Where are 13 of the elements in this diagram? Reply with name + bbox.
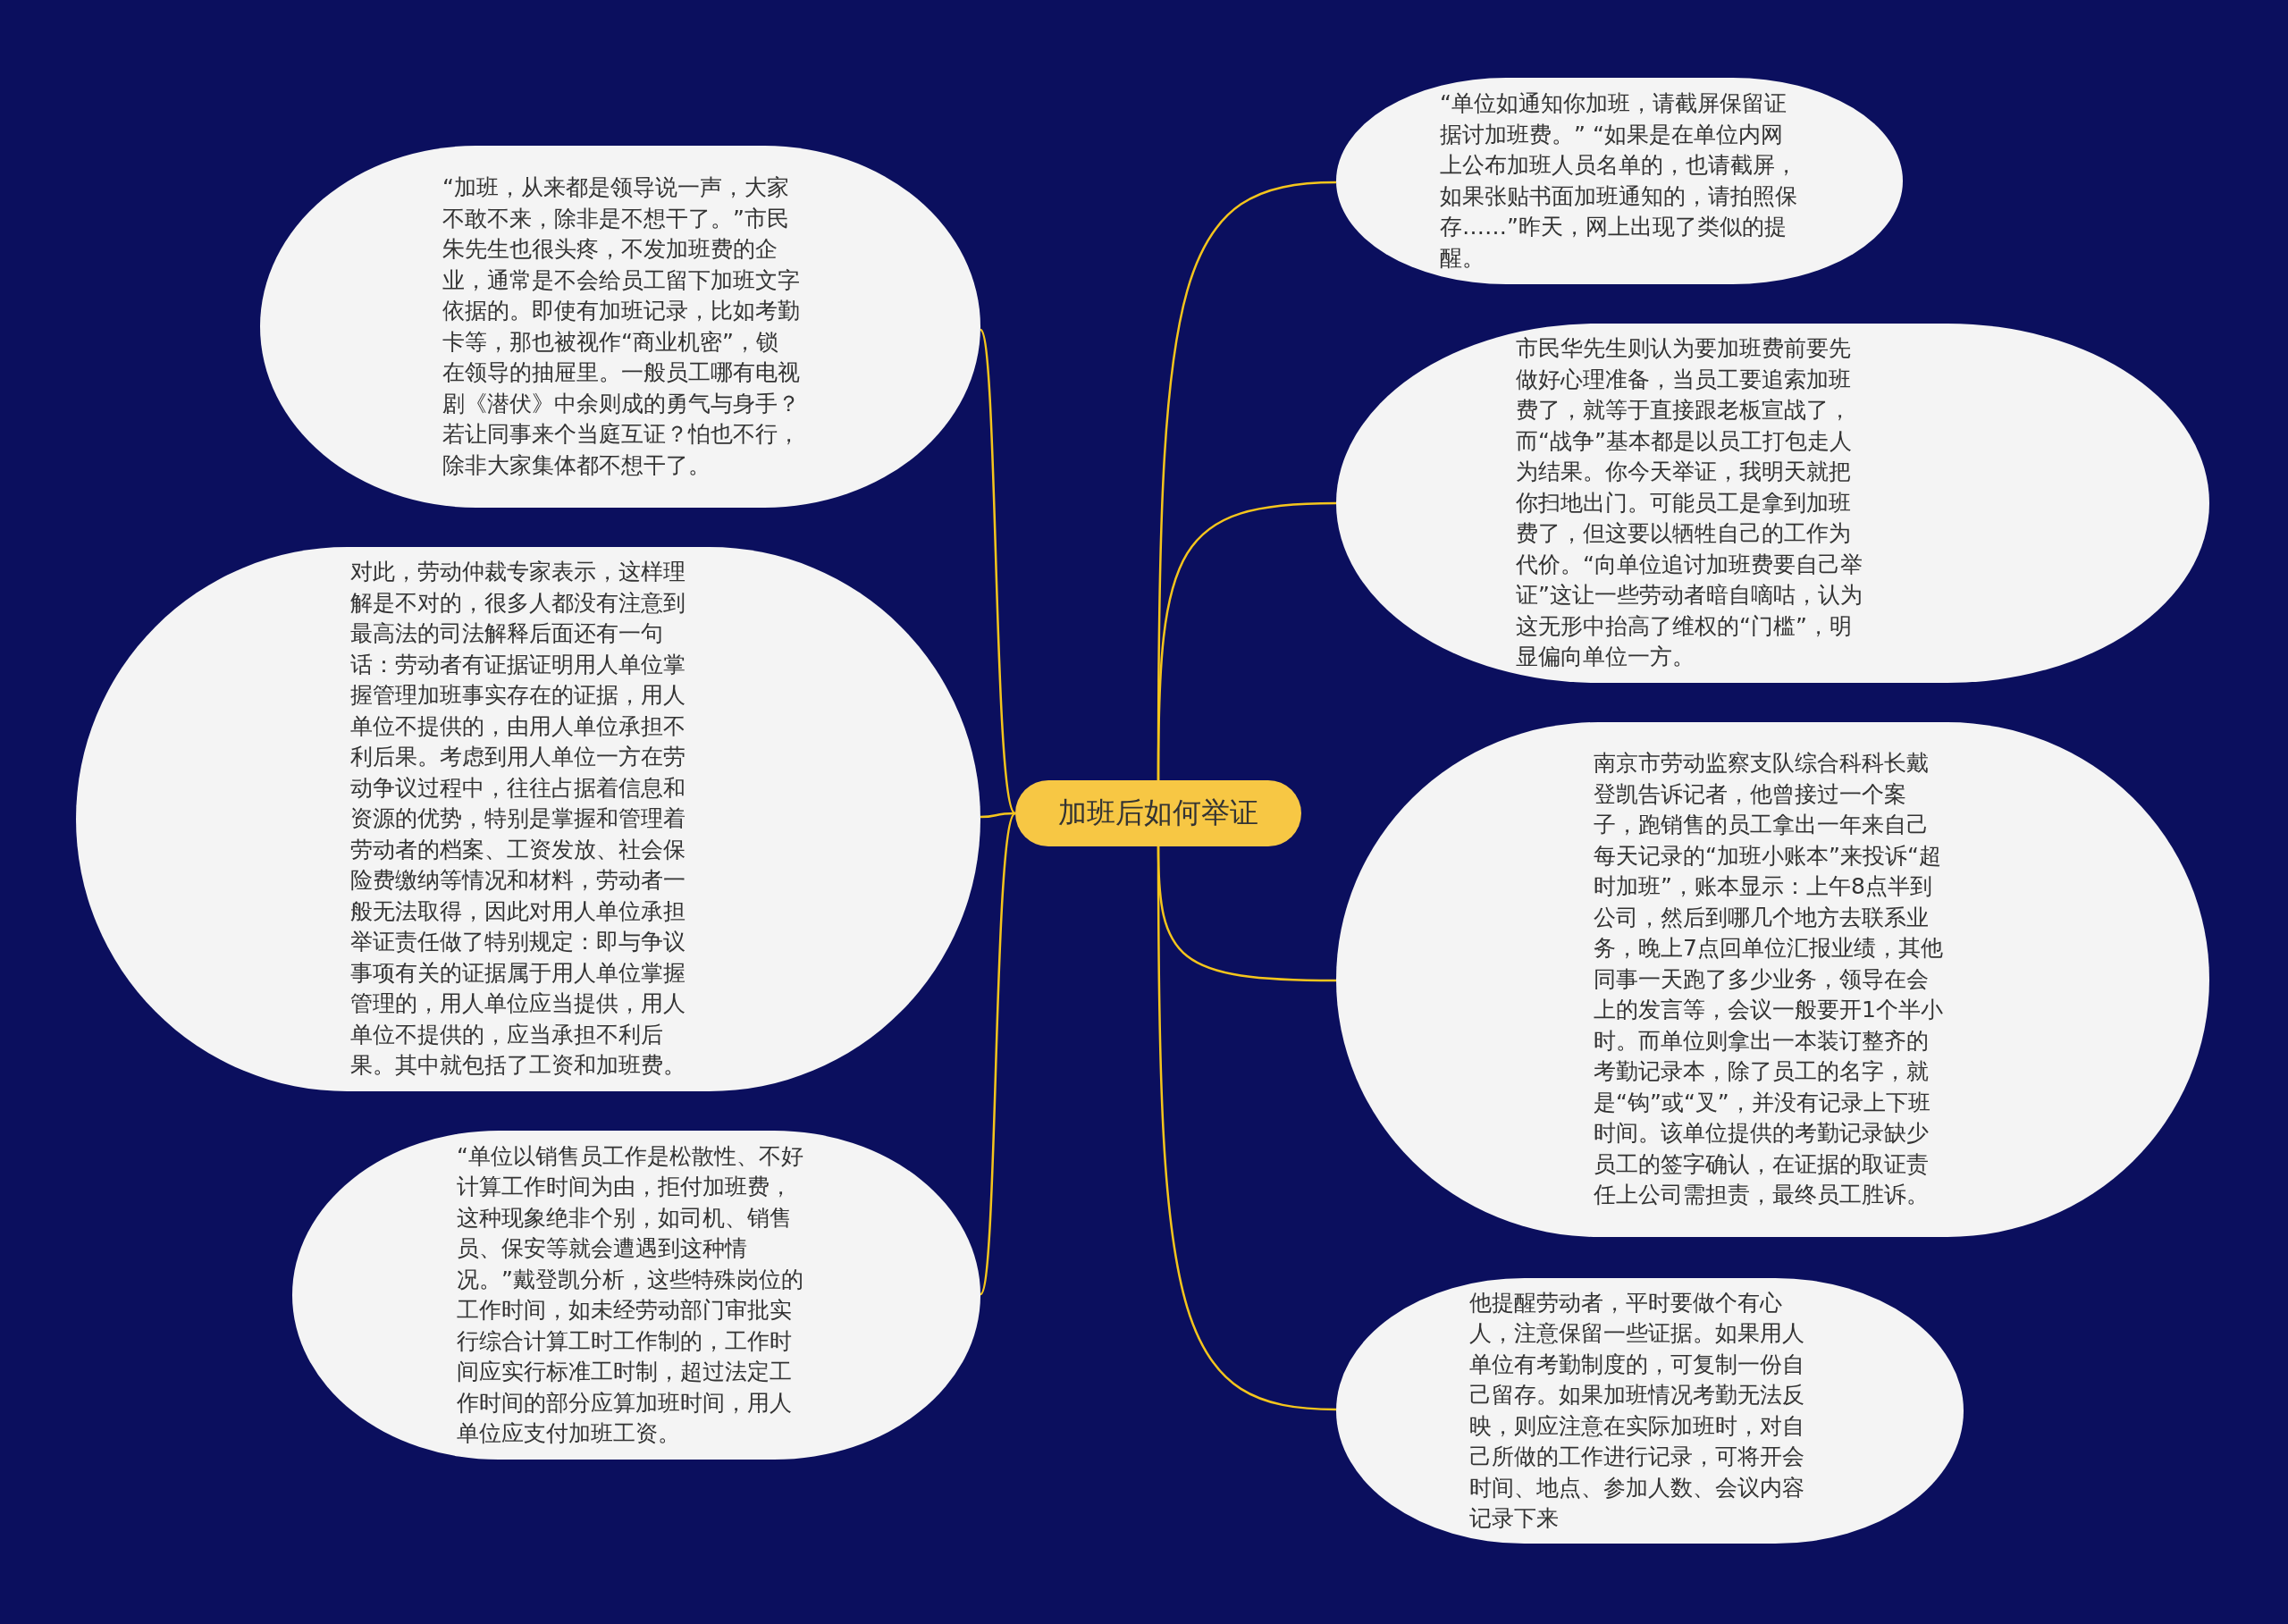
connector-line <box>1157 501 1337 780</box>
connector-line <box>980 812 1015 819</box>
paragraph-text: “加班，从来都是领导说一声，大家不敢不来，除非是不想干了。”市民朱先生也很头疼，不发加班费的企业，通常是不会给员工留下加班文字依据的。即使有加班记录，比如考勤卡等，那也被视作“商业机密”，锁在领导的抽屉里。一般员工哪有电视剧《潜伏》中余则成的勇气与身手？若让同事来个当庭互证？怕也不行，除非大家集体都不想干了。 <box>442 173 800 480</box>
topic-box: 加班后如何举证 <box>1015 780 1301 846</box>
connector-line <box>979 329 1017 814</box>
paragraph-text: “单位如通知你加班，请截屏保留证据讨加班费。” “如果是在单位内网上公布加班人员名单的，也请截屏，如果张贴书面加班通知的，请拍照保存……”昨天，网上出现了类似的提醒。 <box>1440 89 1797 273</box>
paragraph-text: 他提醒劳动者，平时要做个有心人，注意保留一些证据。如果用人单位有考勤制度的，可复制一份自己留存。如果加班情况考勤无法反映，则应注意在实际加班时，对自己所做的工作进行记录，可将开会时间、地点、参加人数、会议内容记录下来 <box>1469 1288 1805 1533</box>
paragraph-text: 对此，劳动仲裁专家表示，这样理解是不对的，很多人都没有注意到最高法的司法解释后面还有一句话：劳动者有证据证明用人单位掌握管理加班事实存在的证据，用人单位不提供的，由用人单位承担不利后果。考虑到用人单位一方在劳动争议过程中，往往占据着信息和资源的优势，特别是掌握和管理着劳动者的档案、工资发放、社会保险费缴纳等情况和材料，劳动者一般无法取得，因此对用人单位承担举证责任做了特别规定：即与争议事项有关的证据属于用人单位掌握管理的，用人单位应当提供，用人单位不提供的，应当承担不利后果。其中就包括了工资和加班费。 <box>350 558 686 1081</box>
connector-line <box>1157 846 1337 1411</box>
connector-line <box>979 812 1017 1295</box>
paragraph-text: 市民华先生则认为要加班费前要先做好心理准备，当员工要追索加班费了，就等于直接跟老板宣战了，而“战争”基本都是以员工打包走人为结果。你今天举证，我明天就把你扫地出门。可能员工是拿到加班费了，但这要以牺牲自己的工作为代价。“向单位追讨加班费要自己举证”这让一些劳动者暗自嘀咕，认为这无形中抬高了维权的“门槛”，明显偏向单位一方。 <box>1516 334 1863 672</box>
paragraph-text: “单位以销售员工作是松散性、不好计算工作时间为由，拒付加班费，这种现象绝非个别，如司机、销售员、保安等就会遭遇到这种情况。”戴登凯分析，这些特殊岗位的工作时间，如未经劳动部门审批实行综合计算工时工作制的，工作时间应实行标准工时制，超过法定工作时间的部分应算加班时间，用人单位应支付加班工资。 <box>457 1141 804 1448</box>
paragraph-text: 南京市劳动监察支队综合科科长戴登凯告诉记者，他曾接过一个案子，跑销售的员工拿出一年来自己每天记录的“加班小账本”来投诉“超时加班”，账本显示：上午8点半到公司，然后到哪几个地方去联系业务，晚上7点回单位汇报业绩，其他同事一天跑了多少业务，领导在会上的发言等，会议一般要开1个半小时。而单位则拿出一本装订整齐的考勤记录本，除了员工的名字，就是“钩”或“叉”，并没有记录上下班时间。该单位提供的考勤记录缺少员工的签字确认，在证据的取证责任上公司需担责，最终员工胜诉。 <box>1594 749 1944 1210</box>
